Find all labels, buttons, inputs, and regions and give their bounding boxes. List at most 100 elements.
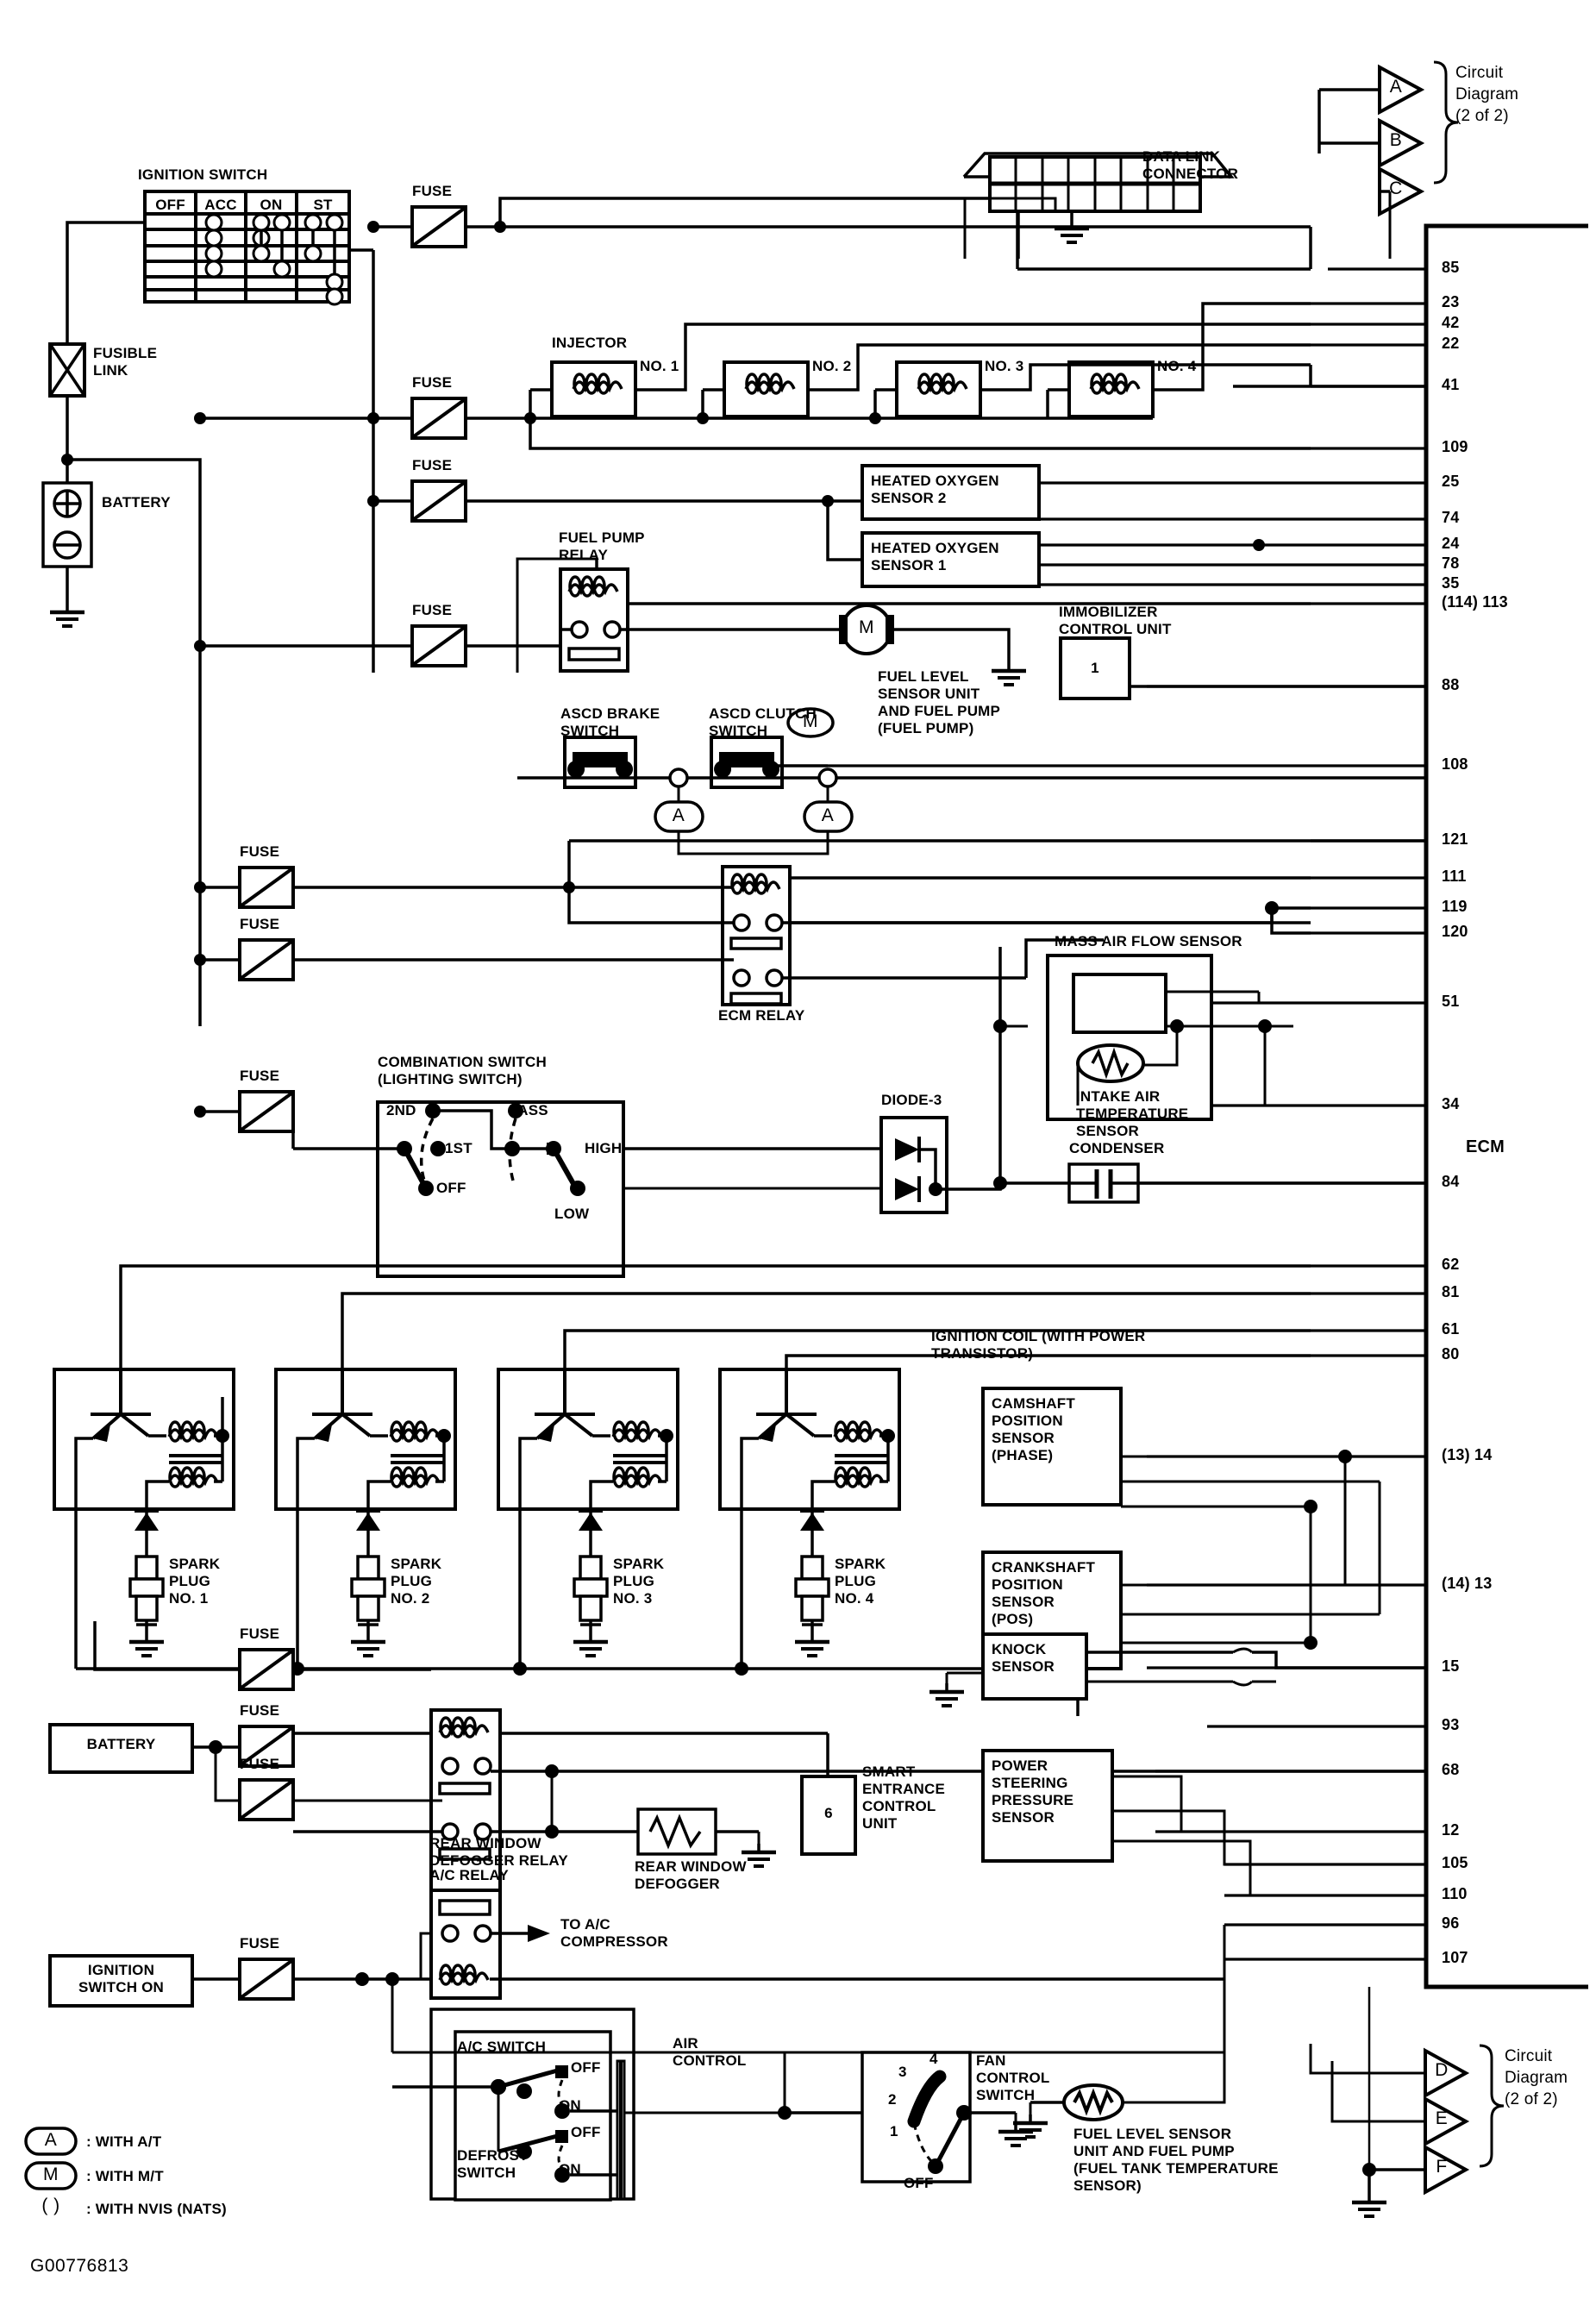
fuse-label-5: FUSE <box>240 843 280 860</box>
smart-entrance-pin-number: 6 <box>824 1805 833 1821</box>
power-steering-pressure-sensor-label: POWER STEERING PRESSURE SENSOR <box>992 1757 1074 1826</box>
inline-connector-a-right[interactable]: A <box>821 805 835 825</box>
fuse-label-11: FUSE <box>240 1935 280 1952</box>
connector-tag-b[interactable]: B <box>1389 130 1403 150</box>
circuit-diagram-ref-bottom: Circuit Diagram (2 of 2) <box>1505 2047 1568 2108</box>
ignition-switch-title: IGNITION SWITCH <box>138 166 268 183</box>
legend-text-m: : WITH M/T <box>86 2168 164 2184</box>
injector-no-4: NO. 4 <box>1157 358 1197 374</box>
legend-symbol-a: A <box>44 2130 58 2150</box>
ecm-pin-119: 119 <box>1442 898 1468 915</box>
injector-label: INJECTOR <box>552 335 628 351</box>
immobilizer-pin-number: 1 <box>1091 660 1099 676</box>
ecm-pin-110: 110 <box>1442 1885 1468 1902</box>
ecm-pin-121: 121 <box>1442 830 1468 848</box>
to-ac-compressor-label: TO A/C COMPRESSOR <box>560 1916 668 1950</box>
ecm-pin-80: 80 <box>1442 1345 1460 1363</box>
ac-switch-label: A/C SWITCH <box>457 2039 547 2055</box>
spark-plug-3-label: SPARK PLUG NO. 3 <box>613 1556 665 1607</box>
fuse-label-1: FUSE <box>412 183 453 199</box>
ecm-pin-24: 24 <box>1442 535 1460 552</box>
crankshaft-position-sensor-label: CRANKSHAFT POSITION SENSOR (POS) <box>992 1559 1096 1627</box>
ecm-pin-42: 42 <box>1442 314 1460 331</box>
ecm-pin-23: 23 <box>1442 293 1460 310</box>
fan-position-off: OFF <box>904 2175 934 2191</box>
connector-tag-d[interactable]: D <box>1435 2060 1449 2080</box>
diode-3-label: DIODE-3 <box>881 1092 942 1108</box>
ecm-pin-93: 93 <box>1442 1716 1460 1733</box>
diagram-id-code: G00776813 <box>30 2256 129 2276</box>
ecm-pin-62: 62 <box>1442 1256 1460 1273</box>
combination-switch-high: HIGH <box>585 1140 623 1156</box>
ecm-pin-111: 111 <box>1442 868 1467 885</box>
combination-switch-2nd: 2ND <box>386 1102 416 1118</box>
ignition-col-on: ON <box>260 197 283 213</box>
ecm-pin-61: 61 <box>1442 1320 1460 1338</box>
ac-switch-on-1: ON <box>559 2097 581 2114</box>
data-link-connector-label: DATA LINK CONNECTOR <box>1142 148 1239 182</box>
ecm-pin--14--13: (14) 13 <box>1442 1575 1493 1592</box>
connector-tag-c[interactable]: C <box>1389 179 1403 198</box>
battery-bottom-label: BATTERY <box>86 1736 156 1752</box>
legend-text-a: : WITH A/T <box>86 2133 162 2150</box>
ecm-pin-109: 109 <box>1442 438 1468 455</box>
connector-tag-f[interactable]: F <box>1436 2157 1448 2177</box>
immobilizer-control-unit-label: IMMOBILIZER CONTROL UNIT <box>1059 604 1172 637</box>
inline-connector-a-left[interactable]: A <box>672 805 685 825</box>
fuse-label-6: FUSE <box>240 916 280 932</box>
ecm-pin-88: 88 <box>1442 676 1460 693</box>
smart-entrance-control-unit-label: SMART ENTRANCE CONTROL UNIT <box>862 1764 946 1832</box>
combination-switch-low: LOW <box>554 1206 590 1222</box>
ecm-pin-35: 35 <box>1442 574 1460 592</box>
fan-position-4: 4 <box>929 2051 938 2067</box>
ecm-pin-41: 41 <box>1442 376 1460 393</box>
condenser-label: CONDENSER <box>1069 1140 1165 1156</box>
ecm-pin-120: 120 <box>1442 923 1468 940</box>
ecm-pin-74: 74 <box>1442 509 1460 526</box>
ecm-pin-107: 107 <box>1442 1949 1468 1966</box>
fusible-link-label: FUSIBLE LINK <box>93 345 158 379</box>
ac-relay-label: A/C RELAY <box>429 1867 509 1883</box>
injector-no-1: NO. 1 <box>640 358 679 374</box>
ecm-pin-68: 68 <box>1442 1761 1460 1778</box>
legend-symbol-nvis: ( ) <box>41 2196 60 2215</box>
ecm-pin-51: 51 <box>1442 993 1460 1010</box>
fuse-label-10: FUSE <box>240 1756 280 1772</box>
ignition-col-off: OFF <box>155 197 185 213</box>
combination-switch-label: COMBINATION SWITCH (LIGHTING SWITCH) <box>378 1054 547 1087</box>
intake-air-temperature-sensor-label: INTAKE AIR TEMPERATURE SENSOR <box>1076 1088 1189 1139</box>
fuse-label-4: FUSE <box>412 602 453 618</box>
ac-switch-on-2: ON <box>559 2161 581 2177</box>
fuel-pump-motor-symbol: M <box>859 617 874 637</box>
fan-position-1: 1 <box>890 2123 898 2139</box>
camshaft-position-sensor-label: CAMSHAFT POSITION SENSOR (PHASE) <box>992 1395 1075 1463</box>
connector-tag-e[interactable]: E <box>1435 2108 1449 2128</box>
ecm-relay-label: ECM RELAY <box>718 1007 805 1024</box>
fuse-label-3: FUSE <box>412 457 453 473</box>
air-control-label: AIR CONTROL <box>673 2035 747 2069</box>
ecm-pin-85: 85 <box>1442 259 1460 276</box>
ecm-pin-105: 105 <box>1442 1854 1468 1871</box>
fuel-level-sensor-pump-label: FUEL LEVEL SENSOR UNIT AND FUEL PUMP (FU… <box>878 668 1001 736</box>
combination-switch-off: OFF <box>436 1180 466 1196</box>
legend-text-nvis: : WITH NVIS (NATS) <box>86 2201 227 2217</box>
ac-switch-off-2: OFF <box>571 2124 601 2140</box>
heated-oxygen-sensor-2-label: HEATED OXYGEN SENSOR 2 <box>871 473 999 506</box>
injector-no-3: NO. 3 <box>985 358 1024 374</box>
circuit-diagram-ref-top: Circuit Diagram (2 of 2) <box>1455 64 1519 125</box>
ac-switch-off-1: OFF <box>571 2059 601 2076</box>
ecm-pin-34: 34 <box>1442 1095 1460 1112</box>
ecm-pin-81: 81 <box>1442 1283 1460 1300</box>
fan-position-3: 3 <box>898 2064 907 2080</box>
fuse-label-7: FUSE <box>240 1068 280 1084</box>
connector-tag-a[interactable]: A <box>1389 77 1403 97</box>
spark-plug-1-label: SPARK PLUG NO. 1 <box>169 1556 221 1607</box>
fuel-pump-relay-label: FUEL PUMP RELAY <box>559 529 645 563</box>
ecm-pin-108: 108 <box>1442 755 1468 773</box>
ecm-pin-12: 12 <box>1442 1821 1460 1839</box>
fan-position-2: 2 <box>888 2091 897 2108</box>
rear-window-defogger-relay-label: REAR WINDOW DEFOGGER RELAY <box>429 1835 568 1869</box>
combination-switch-pass: PASS <box>509 1102 548 1118</box>
ecm-pin-22: 22 <box>1442 335 1460 352</box>
